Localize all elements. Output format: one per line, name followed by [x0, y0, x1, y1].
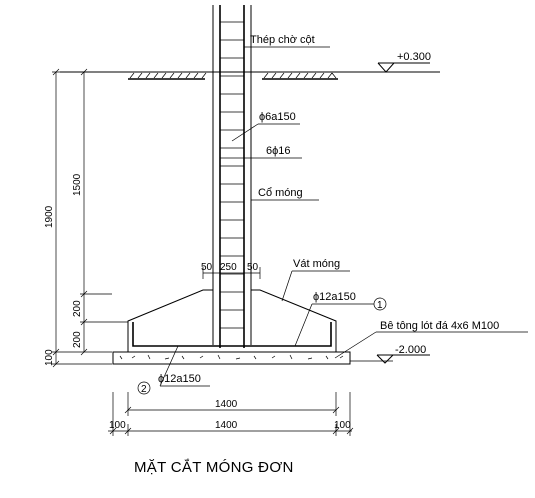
dim-total-height: 1900 — [44, 205, 55, 228]
horizontal-dimensions: 1400 1400 100 100 — [108, 392, 354, 436]
vertical-dimensions: 1900 1500 200 200 100 — [44, 68, 128, 368]
label-bottom-mesh: ϕ12a150 — [158, 373, 201, 385]
level-top-label: +0.300 — [397, 51, 431, 63]
marker-2: 2 — [141, 384, 147, 395]
drawing-title: MẶT CẮT MÓNG ĐƠN — [134, 458, 294, 476]
column-dimensions: 50 250 50 — [201, 262, 261, 279]
column — [212, 5, 252, 348]
label-neck: Cổ móng — [258, 187, 303, 199]
dim-lean-edge-left: 100 — [109, 420, 126, 431]
level-marker-bottom: -2.000 — [350, 344, 430, 364]
dim-lean-edge-right: 100 — [334, 420, 351, 431]
leader-slope: Vát móng — [281, 258, 350, 302]
dim-lean-height: 100 — [44, 349, 55, 366]
level-marker-top: +0.300 — [377, 51, 431, 73]
leader-lean-concrete: Bê tông lót đá 4x6 M100 — [334, 320, 528, 359]
dim-col-left: 50 — [201, 262, 213, 273]
leader-bottom-mesh: ϕ12a150 2 — [137, 345, 210, 395]
leader-neck: Cổ móng — [251, 187, 319, 201]
marker-1: 1 — [377, 300, 383, 311]
dim-neck-height: 1500 — [72, 173, 83, 196]
level-bottom-label: -2.000 — [395, 344, 426, 356]
lean-concrete — [112, 351, 351, 365]
label-slope: Vát móng — [293, 258, 340, 270]
label-stirrups: ϕ6a150 — [259, 111, 296, 123]
leader-top-mesh: ϕ12a150 1 — [294, 291, 387, 347]
leader-stirrups: ϕ6a150 — [231, 111, 300, 142]
label-lean-concrete: Bê tông lót đá 4x6 M100 — [380, 320, 499, 332]
leader-column-starter: Thép chờ cột — [244, 34, 330, 48]
label-top-mesh: ϕ12a150 — [313, 291, 356, 303]
leader-main-bars: 6ϕ16 — [220, 145, 302, 159]
dim-col-width: 250 — [220, 262, 237, 273]
dim-lean-width: 1400 — [215, 420, 238, 431]
label-column-starter: Thép chờ cột — [250, 34, 315, 46]
dim-base-height: 200 — [72, 331, 83, 348]
dim-footing-width: 1400 — [215, 399, 238, 410]
ground-line — [60, 71, 440, 80]
dim-slope-height: 200 — [72, 300, 83, 317]
dim-col-right: 50 — [247, 262, 259, 273]
label-main-bars: 6ϕ16 — [266, 145, 291, 157]
